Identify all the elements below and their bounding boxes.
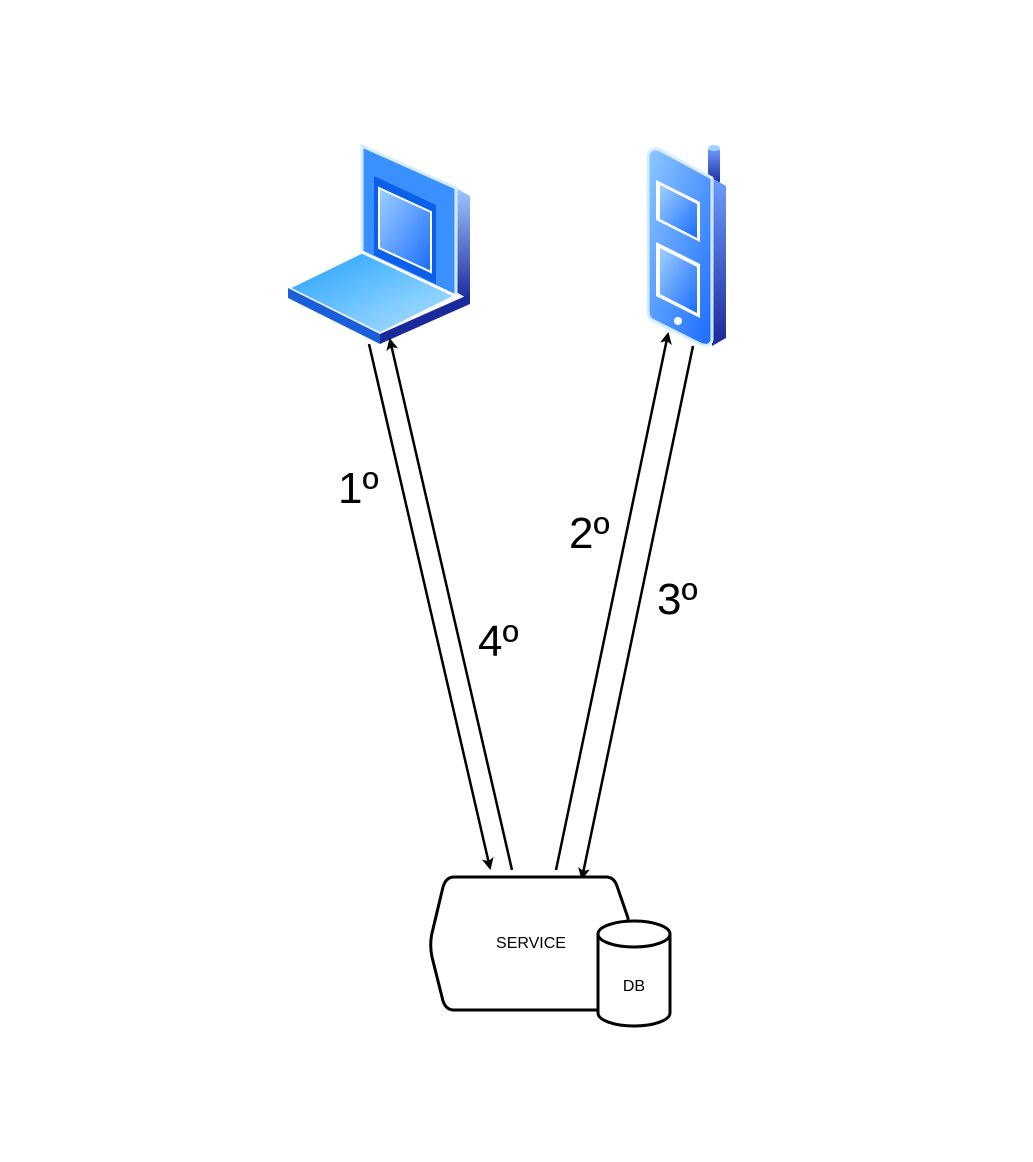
step-label-3: 3º — [657, 575, 698, 624]
arrow-2-service-to-phone — [554, 332, 672, 871]
step-label-1: 1º — [338, 464, 379, 513]
service-node: SERVICE — [429, 875, 630, 1012]
step-label-2: 2º — [569, 509, 610, 558]
arrows-layer — [367, 332, 695, 880]
step-label-4: 4º — [478, 617, 519, 666]
database-node: DB — [596, 919, 672, 1028]
database-label: DB — [623, 978, 645, 995]
arrow-1-laptop-to-service — [367, 343, 494, 870]
arrow-4-service-to-laptop — [386, 338, 514, 871]
arrow-3-phone-to-service — [578, 345, 695, 880]
mobile-phone-icon — [646, 145, 726, 347]
laptop-icon — [284, 143, 470, 344]
service-label: SERVICE — [496, 935, 566, 952]
